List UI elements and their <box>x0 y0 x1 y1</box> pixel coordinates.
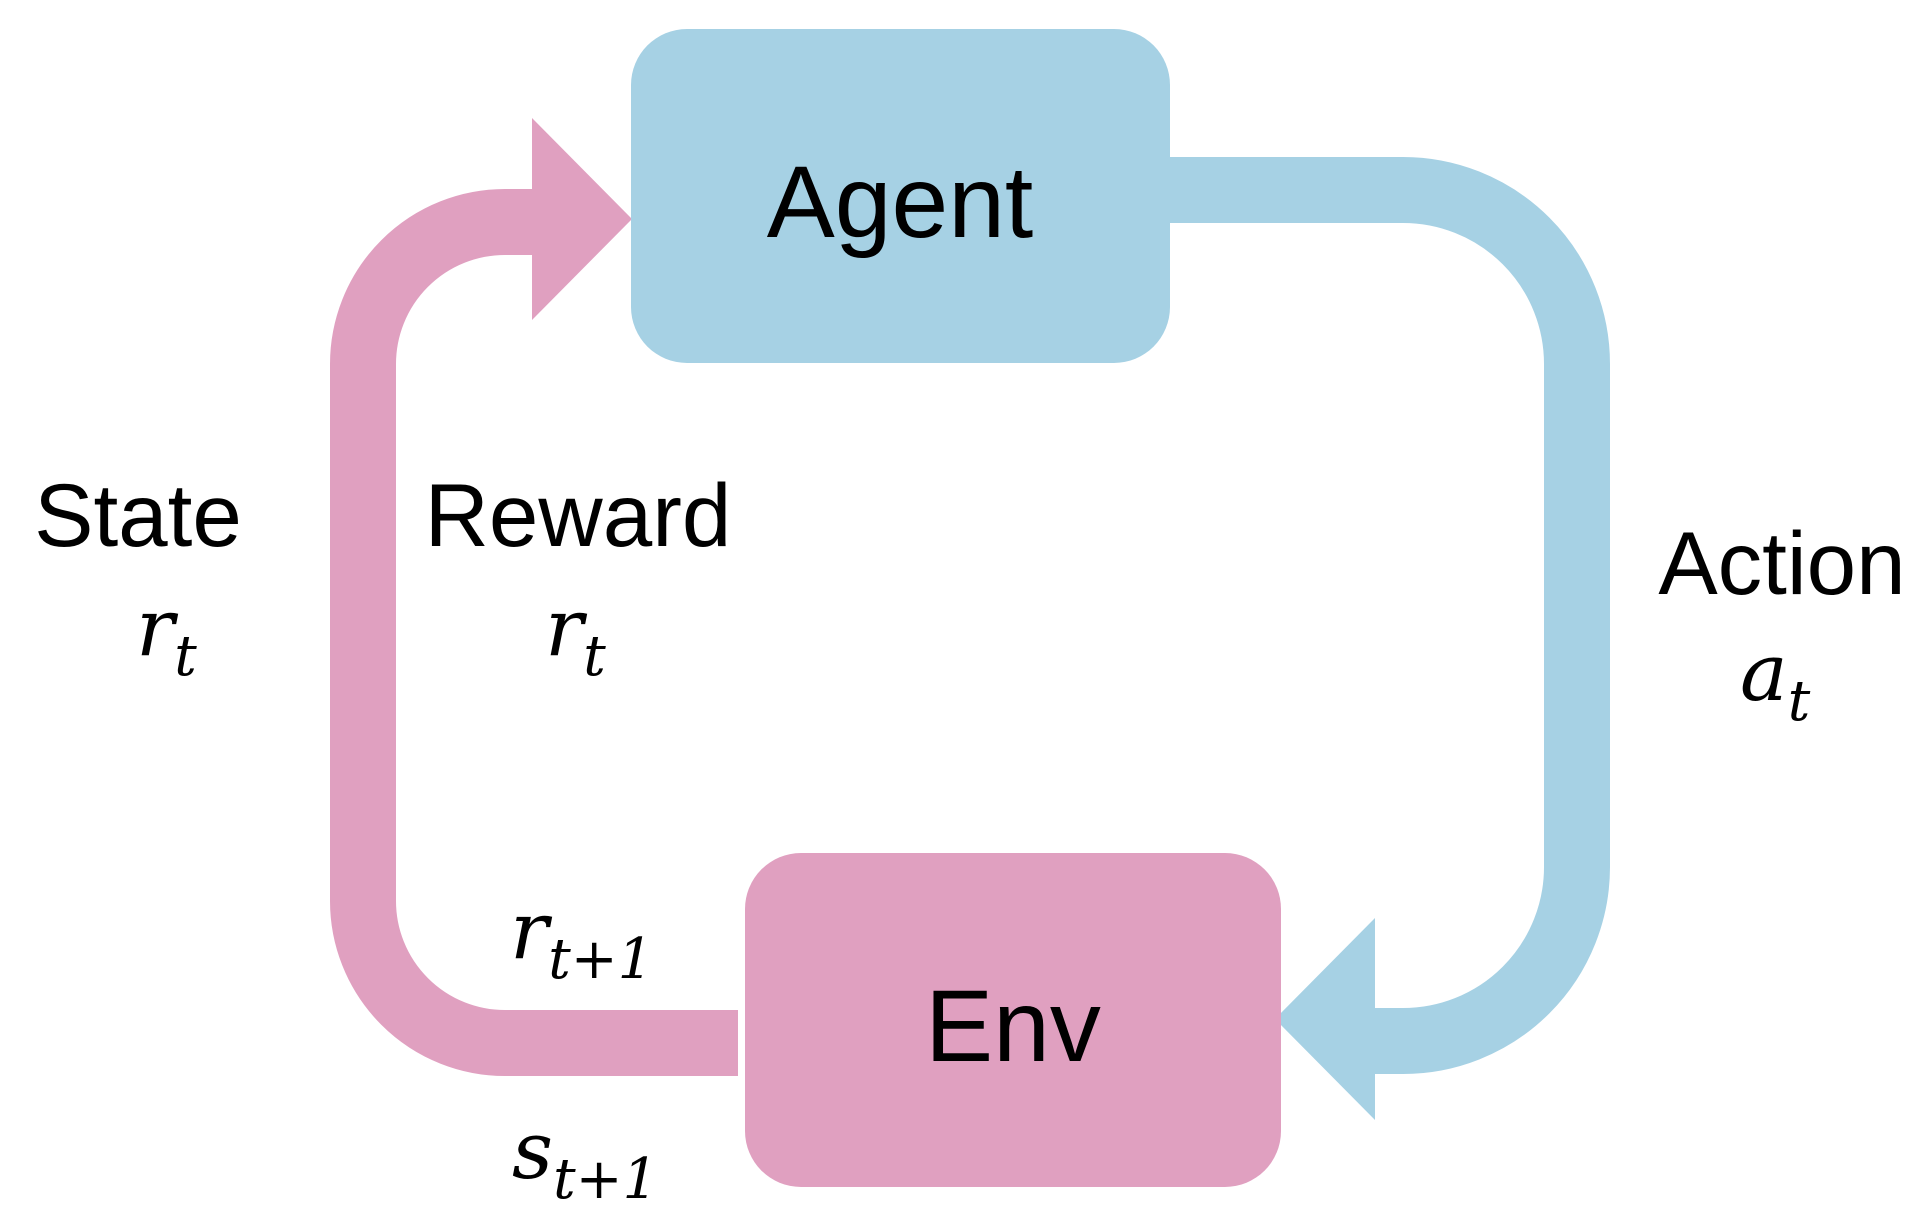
state-title: State <box>34 465 242 565</box>
action-arrow-head <box>1275 918 1375 1120</box>
action-arrow-body <box>1170 157 1610 1074</box>
next-reward-symbol: rt+1 <box>510 884 653 992</box>
state-reward-arrow-body <box>330 189 738 1076</box>
reward-symbol: rt <box>545 581 606 689</box>
next-reward-symbol-subscript: t+1 <box>548 927 653 992</box>
action-title: Action <box>1658 513 1905 613</box>
next-state-symbol-subscript: t+1 <box>553 1147 658 1212</box>
state-reward-arrow-head <box>532 118 632 320</box>
reward-symbol-base: r <box>545 581 588 674</box>
env-label: Env <box>925 969 1101 1083</box>
next-state-symbol-base: s <box>512 1104 553 1197</box>
env-box <box>745 853 1281 1187</box>
next-reward-symbol-base: r <box>510 884 553 977</box>
reward-title: Reward <box>425 465 732 565</box>
action-symbol-subscript: t <box>1788 669 1811 734</box>
state-symbol: rt <box>136 581 197 689</box>
agent-box <box>631 29 1170 363</box>
action-symbol-base: a <box>1740 626 1788 719</box>
agent-label: Agent <box>767 145 1034 259</box>
action-symbol: at <box>1740 626 1811 734</box>
state-symbol-subscript: t <box>174 624 197 689</box>
next-state-symbol: st+1 <box>512 1104 658 1212</box>
state-symbol-base: r <box>136 581 179 674</box>
reward-symbol-subscript: t <box>583 624 606 689</box>
